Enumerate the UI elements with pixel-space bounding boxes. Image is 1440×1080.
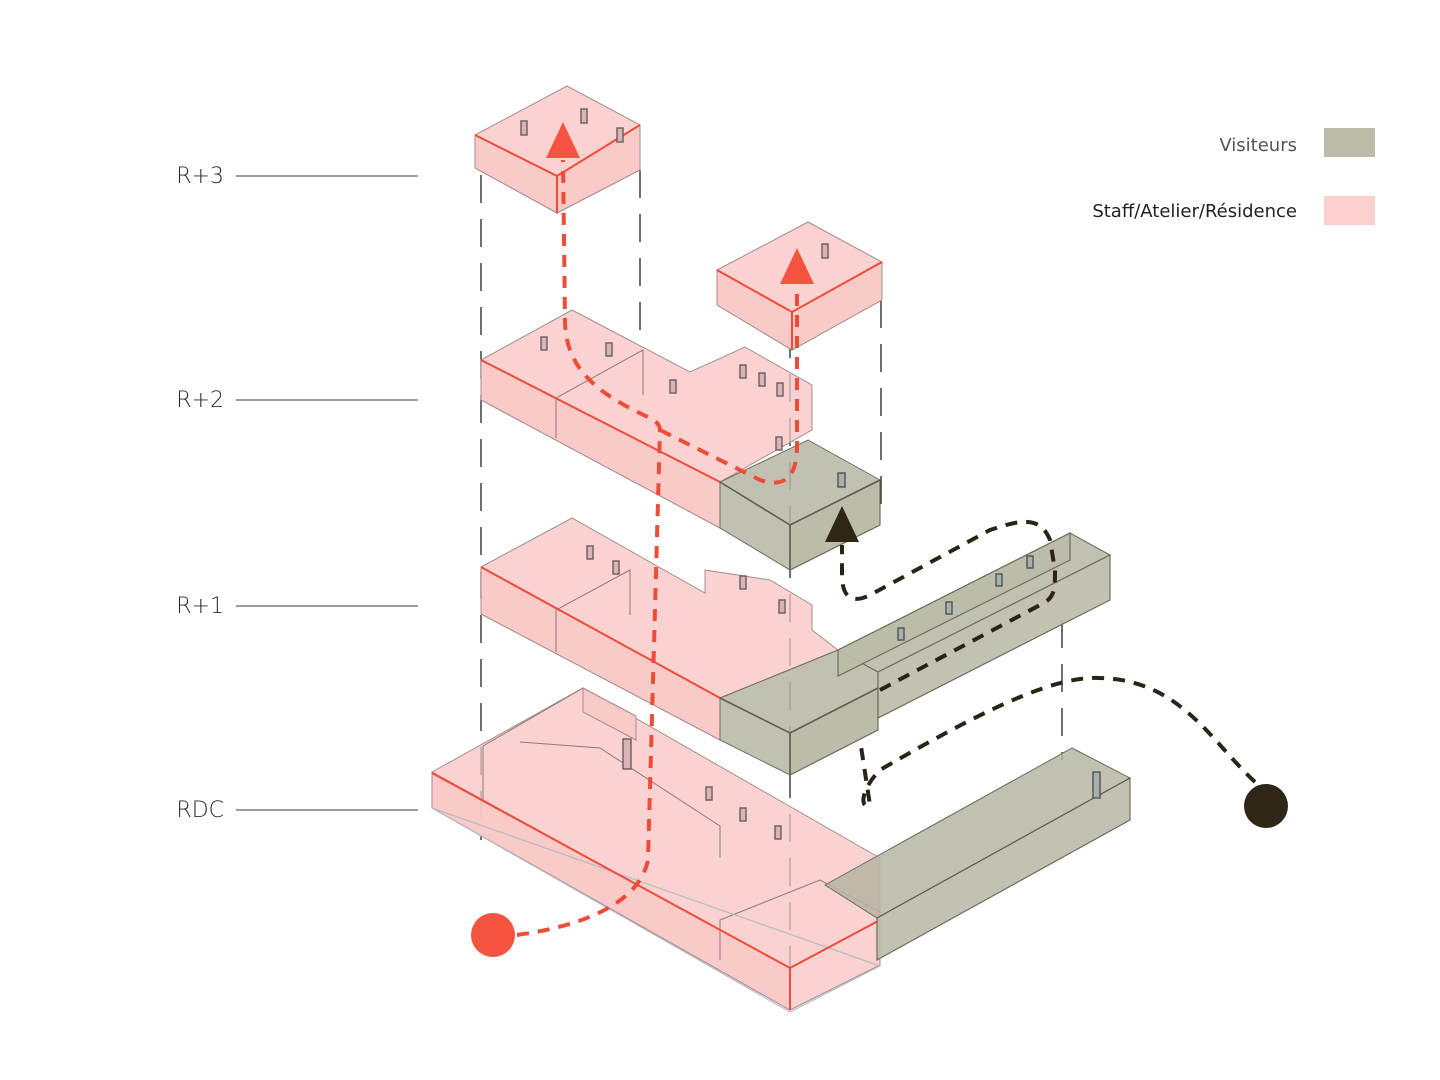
window-icon [778, 599, 786, 614]
window-icon [669, 379, 677, 394]
window-icon [774, 825, 782, 840]
window-icon [775, 436, 783, 451]
legend-swatch-staff [1324, 196, 1375, 225]
visitor-start-dot [1244, 784, 1288, 828]
window-icon [1026, 555, 1034, 569]
window-icon [705, 786, 713, 801]
legend: Visiteurs Staff/Atelier/Résidence [1092, 128, 1375, 225]
window-icon [540, 336, 548, 351]
visitor-arrow-up-icon [825, 506, 859, 542]
window-icon [837, 472, 846, 488]
r2-partition [555, 349, 644, 438]
level-label-r3: R+3 [176, 164, 224, 189]
floor-r1 [480, 517, 1112, 776]
window-icon [605, 342, 613, 357]
window-icon [995, 573, 1003, 587]
legend-swatch-visiteurs [1324, 128, 1375, 157]
level-label-r1: R+1 [176, 594, 224, 619]
visitor-path-upper [840, 519, 1058, 692]
staff-arrow-up-icon [546, 122, 580, 158]
rdc-wall [582, 687, 637, 741]
floor-rdc [431, 687, 1132, 1013]
level-r1: R+1 [176, 594, 418, 619]
r1-visitor-corridor-back [837, 532, 1071, 677]
level-label-r2: R+2 [176, 388, 224, 413]
level-labels: R+3 R+2 R+1 RDC [176, 164, 418, 823]
staff-circulation-path [471, 122, 814, 957]
legend-label-staff: Staff/Atelier/Résidence [1092, 201, 1297, 222]
level-label-rdc: RDC [176, 798, 224, 823]
visitor-path-ground [858, 675, 1257, 808]
legend-label-visiteurs: Visiteurs [1219, 135, 1297, 156]
rdc-partition [519, 741, 721, 858]
window-icon [897, 627, 905, 641]
staff-start-dot [471, 913, 515, 957]
visitor-circulation-path [825, 506, 1288, 828]
window-icon [739, 364, 747, 379]
staff-path-main [516, 159, 663, 937]
rdc-slab-edge [431, 807, 882, 1013]
window-icon [586, 545, 594, 560]
level-r2: R+2 [176, 388, 418, 413]
level-rdc: RDC [176, 798, 418, 823]
window-icon [739, 575, 747, 590]
staff-path-branch [659, 285, 799, 485]
window-icon [758, 372, 766, 387]
window-icon [739, 807, 747, 822]
rdc-partition [482, 687, 584, 800]
staff-arrow-up-icon [780, 248, 814, 284]
window-icon [945, 601, 953, 615]
window-icon [776, 382, 784, 397]
r1-partition [555, 569, 631, 652]
level-r3: R+3 [176, 164, 418, 189]
window-icon [520, 120, 528, 136]
r1-red-edge [480, 566, 721, 699]
window-icon [616, 127, 624, 143]
door-icon [1092, 771, 1101, 799]
window-icon [580, 108, 588, 124]
r2-red-edge [480, 359, 721, 483]
window-icon [821, 243, 829, 259]
projection-lines [480, 170, 1063, 1010]
rdc-visitor-edge [876, 777, 1131, 919]
door-icon [622, 738, 632, 770]
window-icon [612, 560, 620, 575]
floor-r3 [474, 85, 883, 351]
